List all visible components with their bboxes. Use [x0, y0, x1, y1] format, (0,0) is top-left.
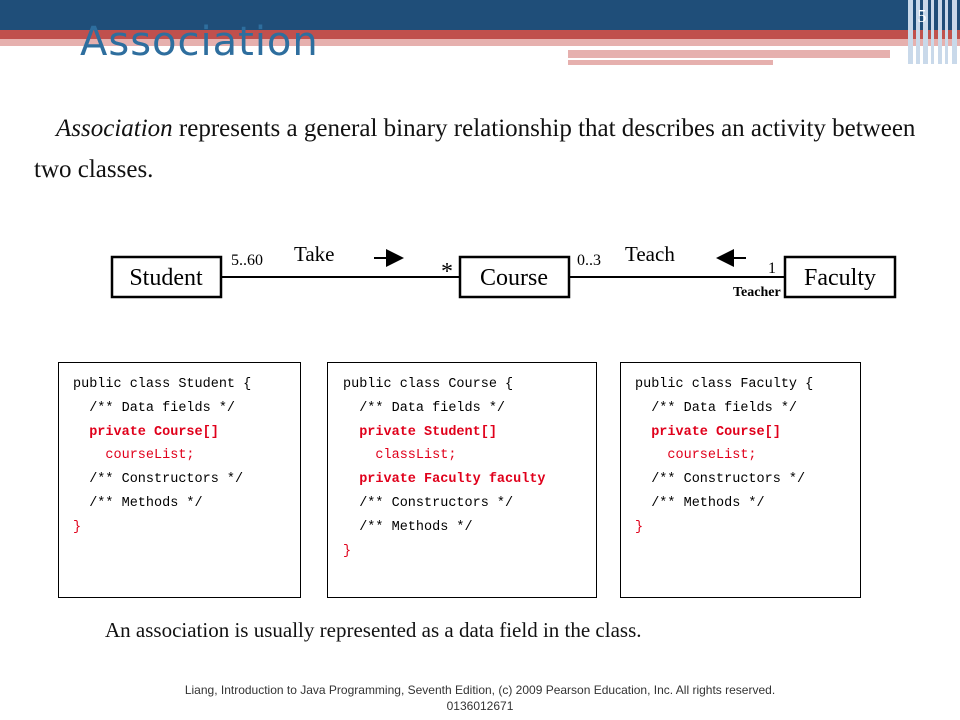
take-right-multiplicity: *: [441, 259, 453, 285]
code-line: /** Constructors */: [635, 472, 806, 488]
class-name-faculty: Faculty: [804, 265, 876, 291]
caption-text: An association is usually represented as…: [105, 618, 642, 642]
code-line: /** Methods */: [343, 519, 473, 535]
slide-number: 5: [917, 6, 927, 26]
class-box-course: [458, 255, 571, 299]
code-line: /** Constructors */: [73, 472, 244, 488]
code-box-course: public class Course { /** Data fields */…: [327, 362, 597, 598]
code-line: /** Methods */: [635, 495, 765, 511]
intro-emphasis: Association: [56, 115, 173, 142]
class-name-course: Course: [480, 265, 548, 291]
teach-role-label: Teacher: [733, 285, 781, 300]
code-line: private Student[]: [343, 424, 497, 440]
teach-left-multiplicity: 0..3: [577, 252, 601, 269]
teach-label: Teach: [625, 242, 675, 266]
code-line: public class Faculty {: [635, 377, 814, 392]
code-line: /** Data fields */: [635, 400, 798, 416]
code-line: }: [343, 543, 352, 559]
code-line: /** Methods */: [73, 495, 203, 511]
copyright-footer: Liang, Introduction to Java Programming,…: [184, 683, 776, 713]
code-line: }: [635, 519, 644, 535]
uml-association-diagram: Student Course Faculty 5..60 Take * 0..3…: [110, 242, 897, 300]
code-line: private Faculty faculty: [343, 472, 546, 488]
code-line: }: [73, 519, 82, 535]
take-label: Take: [294, 242, 335, 266]
code-line: /** Constructors */: [343, 495, 514, 511]
class-name-student: Student: [129, 265, 203, 291]
code-box-faculty: public class Faculty { /** Data fields *…: [620, 362, 861, 598]
slide-title: Association: [80, 19, 319, 65]
code-line: private Course[]: [635, 424, 781, 440]
teach-direction-arrow-icon: [716, 249, 734, 267]
intro-text: Association represents a general binary …: [34, 108, 934, 190]
code-line: courseList;: [73, 448, 195, 464]
take-left-multiplicity: 5..60: [231, 252, 263, 269]
teach-right-multiplicity: 1: [768, 260, 776, 277]
code-line: public class Student {: [73, 377, 252, 392]
code-box-student: public class Student { /** Data fields *…: [58, 362, 301, 598]
code-line: classList;: [343, 448, 457, 464]
class-box-student: [110, 255, 223, 299]
class-box-faculty: [783, 255, 897, 299]
take-direction-arrow-icon: [386, 249, 404, 267]
code-line: /** Data fields */: [73, 400, 236, 416]
code-line: public class Course {: [343, 377, 514, 392]
intro-rest: represents a general binary relationship…: [34, 115, 916, 183]
header-bar: [0, 0, 960, 65]
code-line: private Course[]: [73, 424, 219, 440]
code-line: /** Data fields */: [343, 400, 506, 416]
code-line: courseList;: [635, 448, 757, 464]
